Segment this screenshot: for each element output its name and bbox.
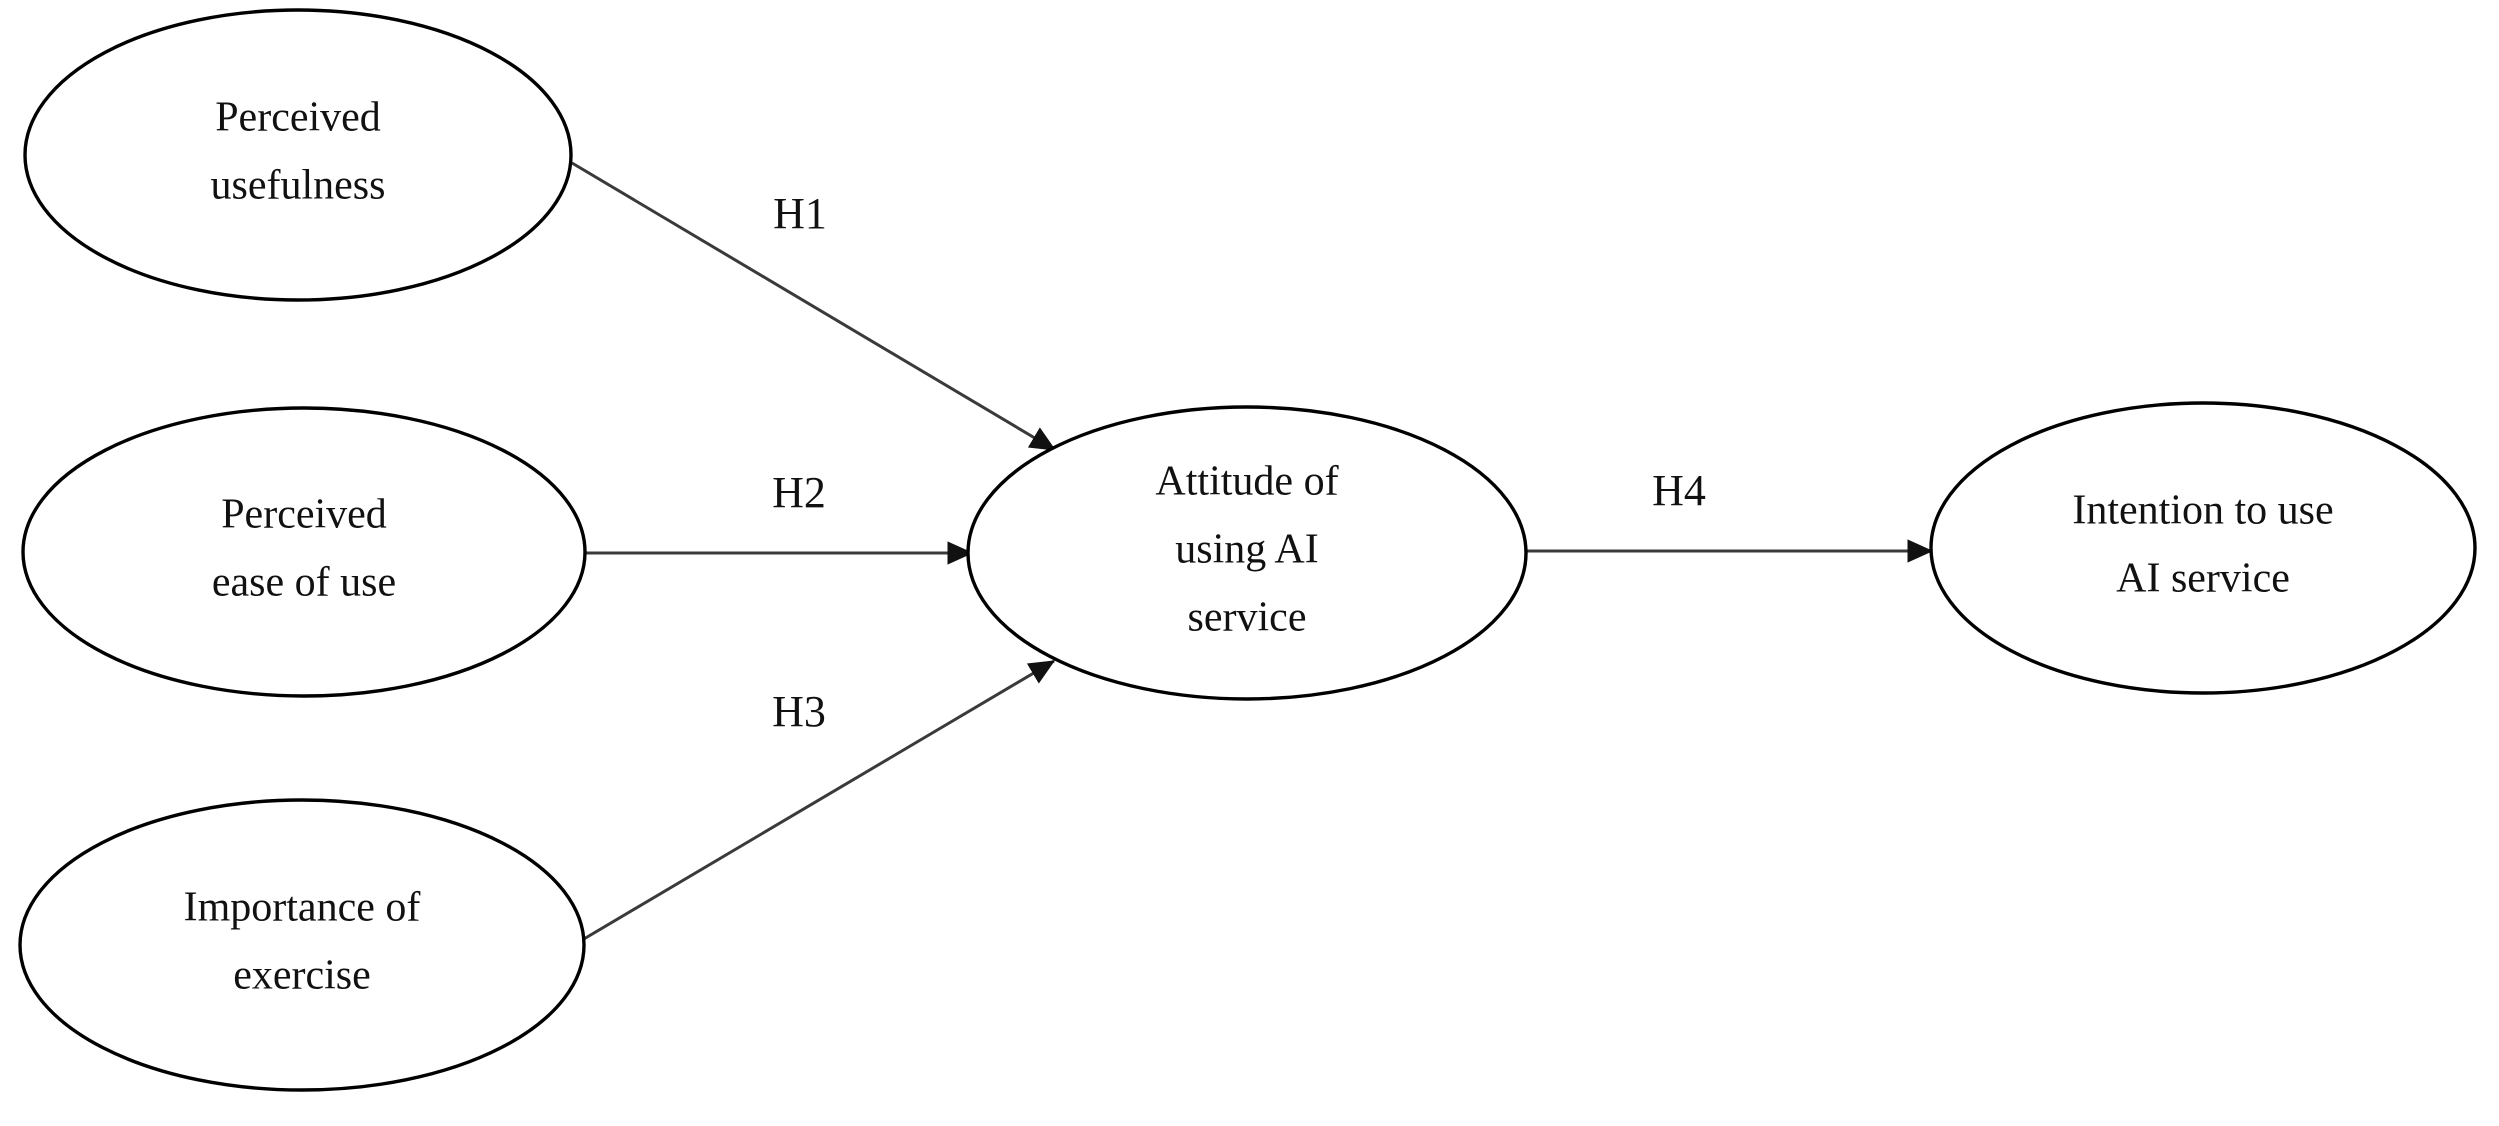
node-perceived-usefulness-line1: Perceived xyxy=(215,95,381,141)
edge-h1-line xyxy=(571,161,1057,452)
node-attitude-of-using-ai-service-line2: using AI xyxy=(1175,527,1319,573)
node-perceived-usefulness-shape xyxy=(23,8,573,302)
edge-h1-label: H1 xyxy=(773,189,827,238)
edge-h4[interactable]: H4 xyxy=(1527,466,1934,563)
edge-h3-line xyxy=(571,659,1056,948)
node-importance-of-exercise-line1: Importance of xyxy=(184,885,421,931)
node-importance-of-exercise[interactable]: Importance of exercise xyxy=(18,798,586,1092)
node-attitude-of-using-ai-service-line1: Attitude of xyxy=(1155,459,1338,505)
edge-h3[interactable]: H3 xyxy=(571,659,1056,948)
node-importance-of-exercise-line2: exercise xyxy=(233,953,371,999)
node-perceived-ease-of-use-line2: ease of use xyxy=(212,560,396,606)
node-perceived-ease-of-use[interactable]: Perceived ease of use xyxy=(21,406,587,698)
node-intention-to-use-ai-service-shape xyxy=(1929,401,2477,695)
node-attitude-of-using-ai-service-line3: service xyxy=(1188,595,1307,641)
node-intention-to-use-ai-service-line2: AI service xyxy=(2116,556,2290,602)
node-perceived-usefulness[interactable]: Perceived usefulness xyxy=(23,8,573,302)
node-intention-to-use-ai-service-line1: Intention to use xyxy=(2072,488,2333,534)
node-intention-to-use-ai-service[interactable]: Intention to use AI service xyxy=(1929,401,2477,695)
edge-h3-label: H3 xyxy=(772,687,826,736)
node-perceived-usefulness-line2: usefulness xyxy=(211,163,386,209)
node-perceived-ease-of-use-line1: Perceived xyxy=(221,492,387,538)
edge-h1[interactable]: H1 xyxy=(571,161,1057,452)
edge-h4-label: H4 xyxy=(1652,466,1706,515)
node-perceived-ease-of-use-shape xyxy=(21,406,587,698)
node-attitude-of-using-ai-service-shape xyxy=(966,405,1528,701)
edge-h2-label: H2 xyxy=(772,468,826,517)
edge-h2[interactable]: H2 xyxy=(578,468,974,565)
node-importance-of-exercise-shape xyxy=(18,798,586,1092)
node-attitude-of-using-ai-service[interactable]: Attitude of using AI service xyxy=(966,405,1528,701)
